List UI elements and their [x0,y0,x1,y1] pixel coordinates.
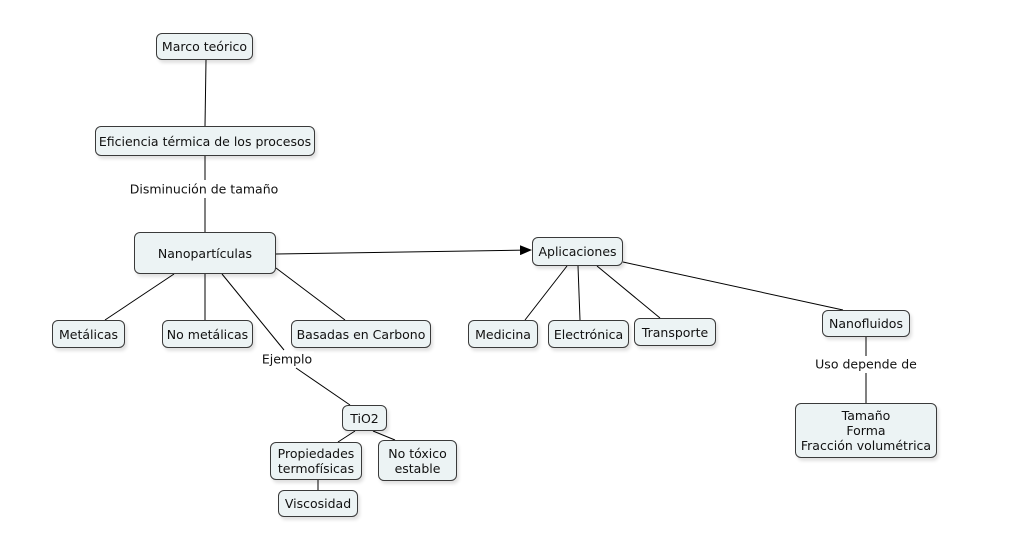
node-medicina[interactable]: Medicina [468,320,538,348]
edge-nanoparticulas-aplicaciones [275,245,532,256]
node-no-toxico-estable[interactable]: No tóxico estable [378,440,457,481]
edge-aplicaciones-nanofluidos [622,261,844,311]
node-tamano-forma-fraccion[interactable]: Tamaño Forma Fracción volumétrica [795,403,937,458]
node-metalicas[interactable]: Metálicas [52,320,125,348]
node-tio2[interactable]: TiO2 [342,405,387,431]
node-aplicaciones[interactable]: Aplicaciones [532,237,623,266]
edge-aplicaciones-electronica [577,265,581,321]
node-marco-teorico[interactable]: Marco teórico [156,33,253,60]
edge-nanoparticulas-carbono [275,267,346,321]
edge-aplicaciones-transporte [596,265,661,319]
edge-tio2-no-toxico [372,430,396,441]
edge-ejemplo-tio2 [295,367,351,406]
node-nanofluidos[interactable]: Nanofluidos [822,310,910,337]
node-no-metalicas[interactable]: No metálicas [162,320,253,348]
edge-marco-eficiencia [204,59,207,127]
node-eficiencia-termica[interactable]: Eficiencia térmica de los procesos [95,126,315,156]
node-transporte[interactable]: Transporte [634,318,716,346]
edge-nanoparticulas-metalicas [104,273,175,321]
node-viscosidad[interactable]: Viscosidad [278,490,358,517]
edge-tio2-propiedades [337,430,356,443]
label-ejemplo: Ejemplo [259,351,315,367]
node-basadas-en-carbono[interactable]: Basadas en Carbono [291,320,431,348]
label-uso-depende-de: Uso depende de [813,356,919,372]
node-propiedades-termofisicas[interactable]: Propiedades termofísicas [270,442,362,480]
edge-aplicaciones-medicina [524,265,568,321]
node-electronica[interactable]: Electrónica [548,320,629,348]
label-disminucion-de-tamano: Disminución de tamaño [127,181,281,197]
node-nanoparticulas[interactable]: Nanopartículas [134,232,276,274]
edge-nanoparticulas-ejemplo [221,273,285,351]
